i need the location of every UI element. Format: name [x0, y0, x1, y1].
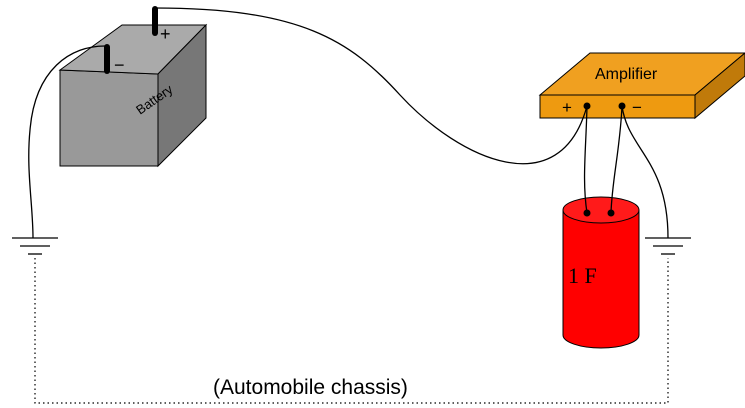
- capacitor-body: [562, 209, 640, 349]
- capacitor-label: 1 F: [568, 263, 597, 288]
- capacitor: 1 F: [562, 196, 640, 349]
- amplifier-label: Amplifier: [595, 66, 658, 83]
- amplifier-side-face: [694, 52, 745, 120]
- battery-side-face: [157, 23, 207, 168]
- chassis-dotted-connection: [34, 258, 669, 404]
- wire-battery-positive-to-amp: [154, 7, 588, 165]
- amplifier-positive-symbol: +: [562, 98, 572, 117]
- capacitor-top: [562, 196, 640, 224]
- chassis-label: (Automobile chassis): [213, 376, 408, 399]
- wire-amp-negative-to-ground: [621, 105, 669, 239]
- battery-front-face: [59, 69, 159, 167]
- amplifier-negative-symbol: −: [632, 98, 642, 117]
- wire-amp-negative-to-capacitor: [610, 105, 623, 214]
- battery-ground-symbol: [12, 237, 58, 255]
- wire-battery-negative-to-ground: [28, 45, 108, 239]
- amplifier: Amplifier + −: [538, 52, 745, 120]
- battery-negative-symbol: −: [114, 55, 125, 75]
- battery-positive-terminal: [152, 6, 158, 36]
- wire-amp-positive-to-capacitor: [583, 105, 588, 214]
- amplifier-ground-symbol: [645, 237, 691, 255]
- battery-positive-symbol: +: [160, 24, 171, 44]
- wires: [28, 7, 669, 239]
- battery: − + Battery: [58, 6, 208, 168]
- battery-negative-terminal: [104, 44, 110, 74]
